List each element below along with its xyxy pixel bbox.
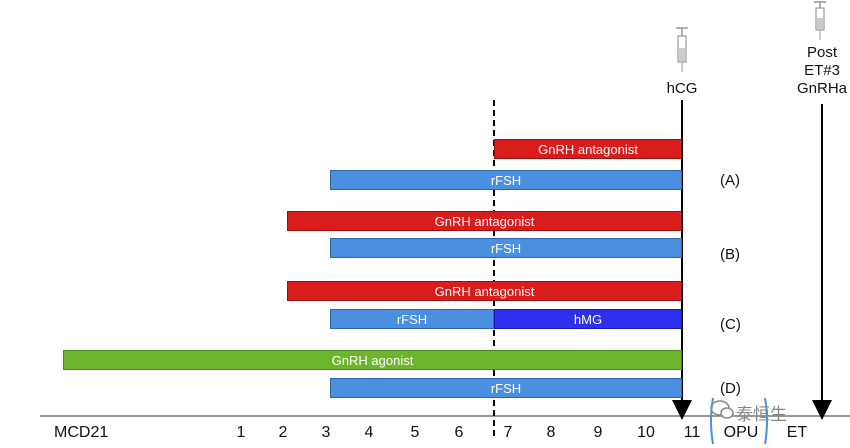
protocol-c-antagonist-bar: GnRH antagonist xyxy=(287,281,682,301)
protocol-a-antagonist-bar: GnRH antagonist xyxy=(494,139,682,159)
tick-label: 8 xyxy=(546,424,556,441)
protocol-b-antagonist-bar: GnRH antagonist xyxy=(287,211,682,231)
wechat-icon xyxy=(710,400,734,419)
tick-label: 10 xyxy=(637,424,655,441)
opu-bracket-right xyxy=(764,397,768,445)
tick-label: 2 xyxy=(278,424,288,441)
opu-bracket-left xyxy=(710,397,714,445)
tick-label: 3 xyxy=(321,424,331,441)
tick-label: 1 xyxy=(236,424,246,441)
row-label-d: (D) xyxy=(720,380,741,397)
tick-label: ET xyxy=(786,424,808,441)
tick-label: 11 xyxy=(683,424,701,441)
protocol-d-rfsh-bar: rFSH xyxy=(330,378,682,398)
post-et-gnrha-label: Post ET#3 GnRHa xyxy=(784,44,850,98)
tick-label: 5 xyxy=(410,424,420,441)
row-label-a: (A) xyxy=(720,172,740,189)
gnrha-label: GnRHa xyxy=(796,80,848,97)
tick-label: 7 xyxy=(503,424,513,441)
tick-label: OPU xyxy=(723,424,759,441)
protocol-a-rfsh-bar: rFSH xyxy=(330,170,682,190)
protocol-c-rfsh-bar: rFSH xyxy=(330,309,494,329)
protocol-c-hmg-bar: hMG xyxy=(494,309,682,329)
tick-label: 4 xyxy=(364,424,374,441)
syringe-icon xyxy=(814,1,826,40)
row-label-c: (C) xyxy=(720,316,741,333)
watermark-text: 泰恒生 xyxy=(736,405,787,424)
hcg-label: hCG xyxy=(666,80,698,97)
protocol-b-rfsh-bar: rFSH xyxy=(330,238,682,258)
tick-label: MCD21 xyxy=(54,424,109,441)
protocol-d-agonist-bar: GnRH agonist xyxy=(63,350,682,370)
tick-label: 9 xyxy=(593,424,603,441)
et3-label: ET#3 xyxy=(804,62,840,79)
row-label-b: (B) xyxy=(720,246,740,263)
post-label: Post xyxy=(806,44,837,61)
tick-label: 6 xyxy=(454,424,464,441)
syringe-icon xyxy=(676,27,688,72)
